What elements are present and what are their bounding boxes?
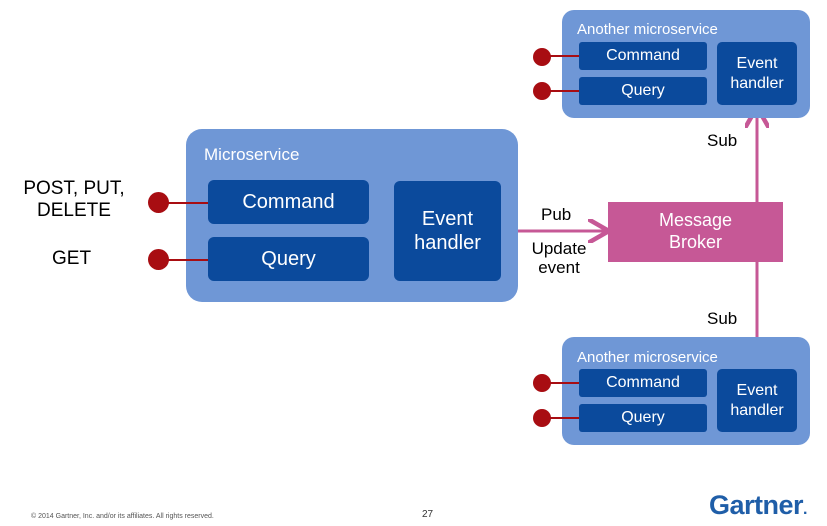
get-label: GET — [52, 248, 92, 269]
bottom-event-handler-box: Event handler — [717, 369, 797, 432]
query-endpoint — [148, 249, 169, 270]
top-command-endpoint — [533, 48, 551, 66]
bottom-query-endpoint-line — [541, 417, 579, 419]
message-broker: Message Broker — [608, 202, 783, 262]
gartner-logo: Gartner. — [709, 490, 807, 521]
sub-bottom-label: Sub — [707, 309, 738, 328]
bottom-microservice-title: Another microservice — [577, 349, 718, 366]
post-put-delete-label: POST, PUT, DELETE — [23, 178, 125, 221]
query-endpoint-line — [160, 259, 208, 261]
bottom-command-endpoint — [533, 374, 551, 392]
bottom-query-endpoint — [533, 409, 551, 427]
bottom-command-box: Command — [579, 369, 707, 397]
microservice-title: Microservice — [204, 145, 300, 164]
top-command-endpoint-line — [541, 55, 579, 57]
top-event-handler-box: Event handler — [717, 42, 797, 105]
page-number: 27 — [422, 509, 434, 520]
query-box: Query — [208, 237, 369, 281]
command-box: Command — [208, 180, 369, 224]
copyright-text: © 2014 Gartner, Inc. and/or its affiliat… — [31, 513, 214, 520]
update-event-label: Update event — [531, 239, 587, 277]
sub-top-label: Sub — [707, 131, 738, 150]
event-handler-box: Event handler — [394, 181, 501, 281]
bottom-command-endpoint-line — [541, 382, 579, 384]
bottom-query-box: Query — [579, 404, 707, 432]
gartner-logo-mark: . — [803, 501, 807, 518]
top-query-endpoint — [533, 82, 551, 100]
top-command-box: Command — [579, 42, 707, 70]
pub-label: Pub — [541, 205, 572, 224]
command-endpoint — [148, 192, 169, 213]
top-query-endpoint-line — [541, 90, 579, 92]
top-query-box: Query — [579, 77, 707, 105]
command-endpoint-line — [160, 202, 208, 204]
top-microservice-title: Another microservice — [577, 21, 718, 38]
gartner-logo-text: Gartner — [709, 490, 804, 520]
